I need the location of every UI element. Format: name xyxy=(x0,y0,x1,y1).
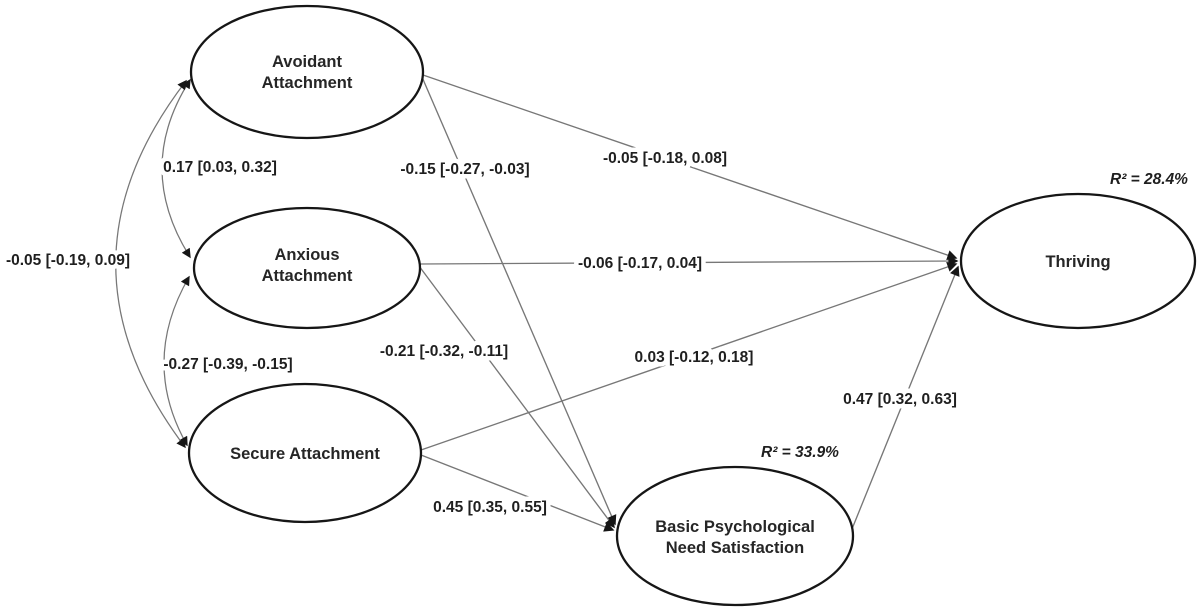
path-label-avoidant-to-bpns: -0.15 [-0.27, -0.03] xyxy=(400,161,529,178)
node-basic-psychological-need-satisfaction: Basic Psychological Need Satisfaction R²… xyxy=(615,441,855,607)
avoidant-ellipse xyxy=(189,4,425,140)
arrow-secure-to-bpns xyxy=(420,454,615,532)
anxious-label-line1: Anxious xyxy=(274,246,339,264)
covariance-avoidant-secure-curve xyxy=(115,79,187,449)
bpns-label-line2: Need Satisfaction xyxy=(666,539,804,557)
node-anxious-attachment: Anxious Attachment xyxy=(192,206,422,330)
thriving-label: Thriving xyxy=(1045,253,1110,271)
covariance-label-anxious-secure: -0.27 [-0.39, -0.15] xyxy=(163,356,292,373)
coefficient-labels: 0.17 [0.03, 0.32] -0.05 [-0.19, 0.09] -0… xyxy=(1,146,961,521)
node-thriving: Thriving R² = 28.4% xyxy=(959,168,1197,330)
bpns-ellipse xyxy=(615,465,855,607)
path-label-avoidant-to-thriving: -0.05 [-0.18, 0.08] xyxy=(603,150,727,167)
avoidant-label-line2: Attachment xyxy=(262,74,353,92)
path-label-anxious-to-bpns: -0.21 [-0.32, -0.11] xyxy=(380,343,508,360)
bpns-label-line1: Basic Psychological xyxy=(655,518,815,536)
path-label-bpns-to-thriving: 0.47 [0.32, 0.63] xyxy=(843,391,957,408)
thriving-r-squared: R² = 28.4% xyxy=(1110,171,1188,188)
avoidant-label-line1: Avoidant xyxy=(272,53,342,71)
covariance-label-avoidant-anxious: 0.17 [0.03, 0.32] xyxy=(163,159,277,176)
arrow-avoidant-to-thriving xyxy=(422,74,958,260)
arrow-secure-to-thriving xyxy=(420,262,958,451)
bpns-r-squared: R² = 33.9% xyxy=(761,444,839,461)
secure-ellipse xyxy=(187,382,423,524)
secure-label: Secure Attachment xyxy=(230,445,380,463)
arrow-anxious-to-thriving xyxy=(419,255,959,267)
path-label-secure-to-bpns: 0.45 [0.35, 0.55] xyxy=(433,499,547,516)
arrow-avoidant-to-bpns xyxy=(421,76,617,526)
anxious-ellipse xyxy=(192,206,422,330)
structural-paths xyxy=(418,74,960,532)
node-secure-attachment: Secure Attachment xyxy=(187,382,423,524)
arrow-anxious-to-bpns xyxy=(418,265,615,529)
path-label-secure-to-thriving: 0.03 [-0.12, 0.18] xyxy=(635,349,754,366)
arrow-bpns-to-thriving xyxy=(851,265,960,530)
thriving-ellipse xyxy=(959,192,1197,330)
covariance-label-avoidant-secure: -0.05 [-0.19, 0.09] xyxy=(6,252,130,269)
anxious-label-line2: Attachment xyxy=(262,267,353,285)
path-label-anxious-to-thriving: -0.06 [-0.17, 0.04] xyxy=(578,255,702,272)
covariance-curves xyxy=(115,78,191,449)
node-avoidant-attachment: Avoidant Attachment xyxy=(189,4,425,140)
